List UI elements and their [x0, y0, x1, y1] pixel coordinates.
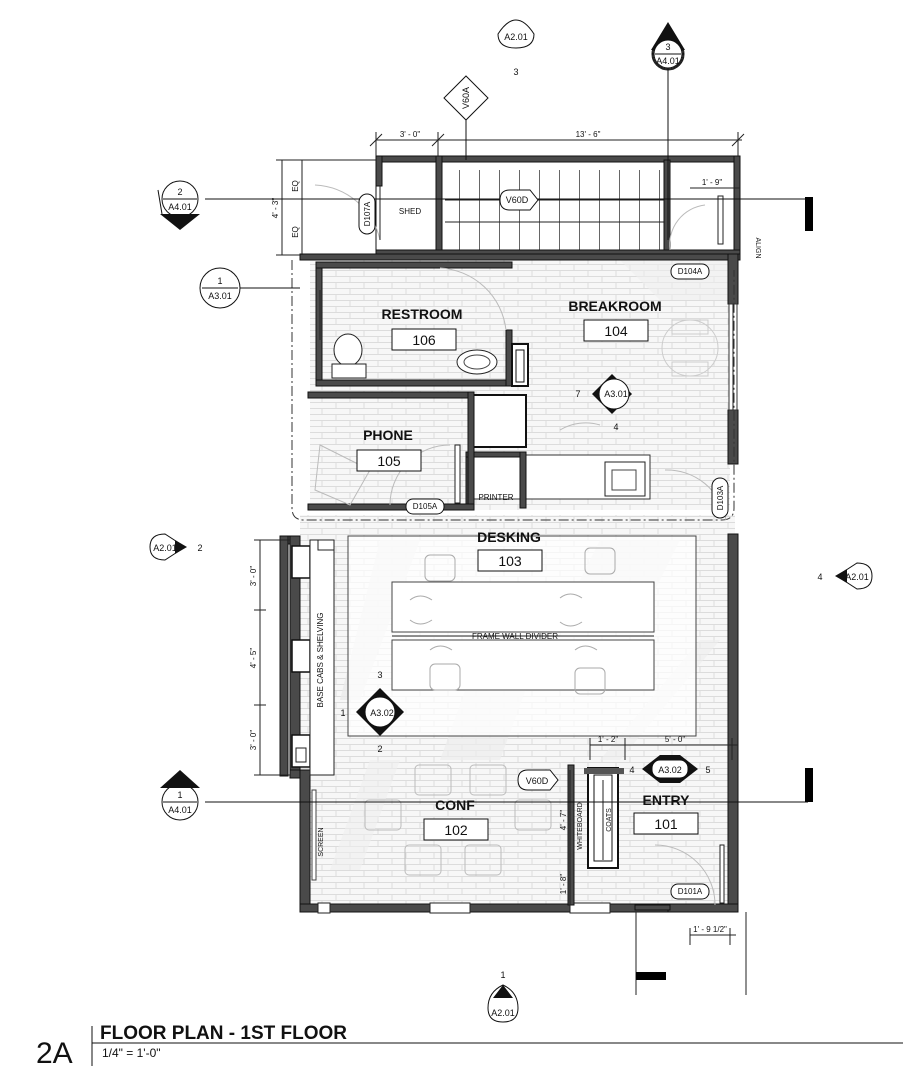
- marker-desk-a302-l: 1: [340, 708, 345, 718]
- breakroom-fixtures: [465, 319, 727, 521]
- section-lines: [205, 70, 808, 803]
- room-name-phone: PHONE: [363, 427, 413, 443]
- door-tag-d104a: D104A: [678, 267, 703, 276]
- view-tag-v60d-entry: V60D: [526, 776, 549, 786]
- view-tag-v60a: V60A: [461, 87, 471, 109]
- marker-top-a201-ref: A2.01: [504, 32, 528, 42]
- room-number-conf: 102: [444, 822, 468, 838]
- room-name-entry: ENTRY: [643, 792, 691, 808]
- marker-break-a301-ref: A3.01: [604, 389, 628, 399]
- door-tag-d101a: D101A: [678, 887, 703, 896]
- title-block-title: FLOOR PLAN - 1ST FLOOR: [100, 1023, 347, 1044]
- door-tag-shapes: [358, 193, 729, 900]
- dim-1-9: 1' - 9": [702, 178, 723, 187]
- dim-3-0-b: 3' - 0": [249, 730, 258, 751]
- marker-top-a401-ref: A4.01: [656, 56, 680, 66]
- marker-entry-a302-l: 4: [629, 765, 634, 775]
- dim-4-7: 4' - 7": [559, 810, 568, 831]
- phone-room-walls: [307, 391, 475, 511]
- dim-eq-2: EQ: [291, 226, 300, 238]
- marker-bot-a201-num: 1: [500, 970, 505, 980]
- dimension-lines: [254, 132, 745, 945]
- title-block-id: 2A: [36, 1037, 73, 1070]
- room-name-desking: DESKING: [477, 529, 541, 545]
- marker-entry-a302-r: 5: [705, 765, 710, 775]
- room-name-conf: CONF: [435, 797, 475, 813]
- room-number-entry: 101: [654, 816, 678, 832]
- dim-eq-1: EQ: [291, 180, 300, 192]
- marker-top-a401-num: 3: [665, 42, 670, 52]
- dim-5-0: 5' - 0": [665, 735, 686, 744]
- marker-symbols: [149, 19, 873, 1023]
- label-screen: SCREEN: [318, 827, 325, 856]
- label-frame-wall-divider: FRAME WALL DIVIDER: [472, 632, 558, 641]
- room-number-breakroom: 104: [604, 323, 628, 339]
- title-block-scale: 1/4" = 1'-0": [102, 1046, 161, 1060]
- room-number-boxes: [356, 319, 699, 841]
- marker-left-a201-ref: A2.01: [153, 543, 177, 553]
- door-tag-d107a: D107A: [363, 201, 372, 226]
- marker-right-a201-num: 4: [817, 572, 822, 582]
- marker-a301-num: 1: [217, 276, 222, 286]
- marker-right-a201-ref: A2.01: [845, 572, 869, 582]
- marker-left-a401-ref: A4.01: [168, 202, 192, 212]
- dim-3-0-top: 3' - 0": [400, 130, 421, 139]
- dim-4-5: 4' - 5": [249, 648, 258, 669]
- marker-break-a301-l: 7: [575, 389, 580, 399]
- marker-a301-ref: A3.01: [208, 291, 232, 301]
- dim-4-3: 4' - 3": [271, 198, 280, 219]
- marker-top-a201-num: 3: [513, 67, 518, 77]
- label-align: ALIGN: [754, 237, 761, 258]
- label-coats: COATS: [606, 808, 613, 832]
- label-whiteboard: WHITEBOARD: [577, 802, 584, 849]
- view-tag-v60d-top: V60D: [506, 195, 529, 205]
- conf-furniture: [311, 764, 725, 911]
- marker-bot-a401-num: 1: [177, 790, 182, 800]
- door-tag-d103a: D103A: [716, 485, 725, 510]
- marker-bot-a401-ref: A4.01: [168, 805, 192, 815]
- label-printer: PRINTER: [478, 493, 513, 502]
- dim-13-6: 13' - 6": [576, 130, 601, 139]
- stair-area: [314, 155, 741, 257]
- room-name-breakroom: BREAKROOM: [568, 298, 661, 314]
- dim-1-8: 1' - 8": [559, 874, 568, 895]
- room-name-restroom: RESTROOM: [382, 306, 463, 322]
- label-shed: SHED: [399, 207, 421, 216]
- room-number-desking: 103: [498, 553, 522, 569]
- label-base-cabs: BASE CABS & SHELVING: [316, 613, 325, 708]
- marker-bot-a201-ref: A2.01: [491, 1008, 515, 1018]
- marker-break-a301-b: 4: [613, 422, 618, 432]
- marker-entry-a302-ref: A3.02: [658, 765, 682, 775]
- marker-left-a201-num: 2: [197, 543, 202, 553]
- marker-desk-a302-ref: A3.02: [370, 708, 394, 718]
- dim-3-0-a: 3' - 0": [249, 566, 258, 587]
- marker-desk-a302-t: 3: [377, 670, 382, 680]
- room-number-restroom: 106: [412, 332, 436, 348]
- dim-1-9-half: 1' - 9 1/2": [693, 925, 727, 934]
- door-tag-d105a: D105A: [413, 502, 438, 511]
- restroom-walls: [315, 261, 529, 387]
- marker-desk-a302-b: 2: [377, 744, 382, 754]
- dim-1-2: 1' - 2": [598, 735, 619, 744]
- stoop-lines: [635, 912, 747, 995]
- room-number-phone: 105: [377, 453, 401, 469]
- marker-left-a401-num: 2: [177, 187, 182, 197]
